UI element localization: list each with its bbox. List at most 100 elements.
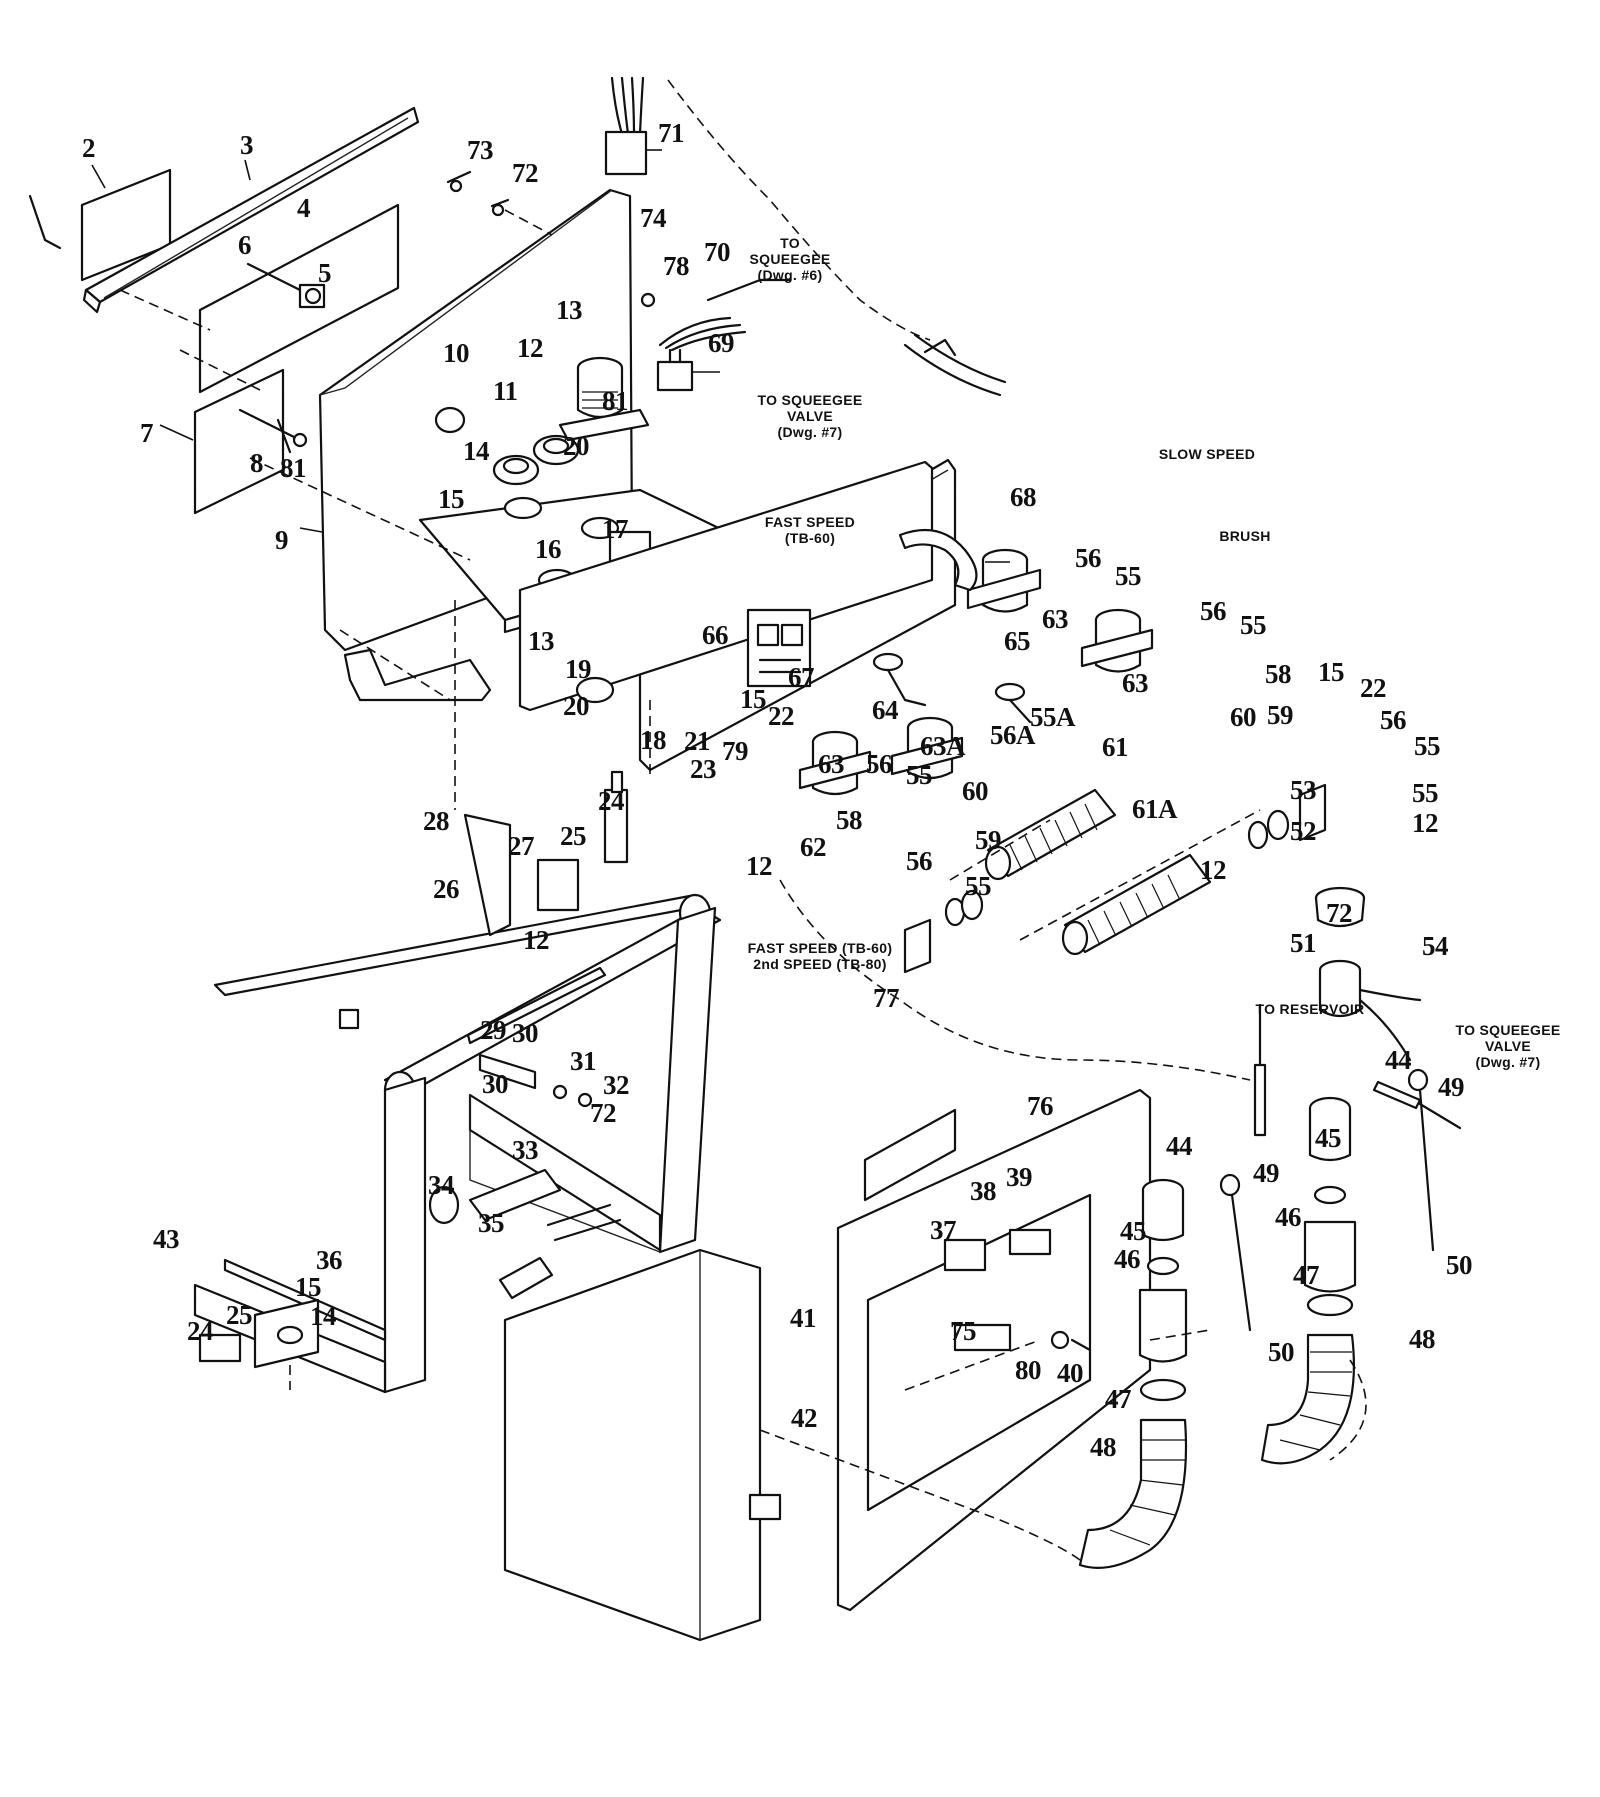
resistor-61 — [984, 788, 1117, 881]
latch-5-6 — [246, 262, 326, 309]
solenoid-63-a — [966, 548, 1042, 613]
callout-c54: 54 — [1422, 931, 1449, 961]
latch-8-81 — [238, 408, 308, 454]
tank-dash-lines — [759, 1329, 1367, 1561]
callout-c49a: 49 — [1438, 1072, 1465, 1102]
callout-c15c: 15 — [740, 684, 767, 714]
connector-52 — [1318, 959, 1422, 1062]
bracket-58-b — [903, 918, 932, 974]
callout-c13a: 13 — [556, 295, 583, 325]
gauge-13-lower — [575, 676, 615, 704]
note-slow-speed: SLOW SPEED — [1159, 446, 1255, 462]
callout-c59a: 59 — [1267, 700, 1294, 730]
note-line: (Dwg. #6) — [757, 267, 823, 284]
solenoid-63-b — [1080, 608, 1154, 673]
callout-c64: 64 — [872, 695, 899, 725]
callout-c45b: 45 — [1120, 1216, 1147, 1246]
callout-c20b: 20 — [563, 691, 590, 721]
note-brush: BRUSH — [1219, 528, 1270, 544]
gauge-11-pair — [492, 434, 580, 486]
wire-harness-71 — [604, 76, 662, 176]
callout-c62: 62 — [800, 832, 827, 862]
callout-c72a: 72 — [512, 158, 539, 188]
callout-c58b: 58 — [836, 805, 863, 835]
washers-59-60 — [944, 809, 1290, 927]
callout-c9: 9 — [275, 525, 289, 555]
note-fast-speed-top: FAST SPEED(TB-60) — [765, 514, 855, 546]
callout-c77: 77 — [873, 983, 900, 1013]
tank-cover-41 — [503, 1248, 782, 1642]
callout-c55d: 55 — [906, 760, 933, 790]
callout-c24a: 24 — [598, 786, 625, 816]
bracket-36-hole — [276, 1325, 304, 1345]
part-3-rail — [82, 106, 420, 314]
callout-c3: 3 — [240, 130, 254, 160]
callout-c14b: 14 — [310, 1301, 337, 1331]
callout-c13b: 13 — [528, 626, 555, 656]
note-line: (TB-60) — [784, 530, 836, 547]
callout-c12c: 12 — [746, 851, 773, 881]
callout-c12b: 12 — [1412, 808, 1439, 838]
callout-c44b: 44 — [1166, 1131, 1193, 1161]
bracket-64-65 — [872, 652, 1032, 724]
switch-13-top — [558, 356, 650, 442]
callout-c48a: 48 — [1409, 1324, 1436, 1354]
callout-c27: 27 — [508, 831, 535, 861]
callout-c71: 71 — [658, 118, 685, 148]
hose-assembly-right — [1260, 1096, 1357, 1465]
callout-c63A: 63A — [920, 731, 966, 761]
connector-69-78 — [640, 278, 792, 392]
callout-c73: 73 — [467, 135, 494, 165]
frame-dash-lines — [289, 600, 651, 1390]
switch-43 — [198, 1333, 242, 1363]
callout-c18: 18 — [640, 725, 667, 755]
callout-c46b: 46 — [1114, 1244, 1141, 1274]
callout-c25a: 25 — [560, 821, 587, 851]
callout-c75: 75 — [950, 1316, 977, 1346]
callout-c45a: 45 — [1315, 1123, 1342, 1153]
callout-c17: 17 — [602, 514, 629, 544]
callout-c35: 35 — [478, 1208, 505, 1238]
callout-c15d: 15 — [295, 1272, 322, 1302]
callout-c61A: 61A — [1132, 794, 1178, 824]
callout-c49b: 49 — [1253, 1158, 1280, 1188]
note-line: (Dwg. #7) — [777, 424, 843, 441]
resistor-axis — [949, 809, 1261, 941]
callout-c19: 19 — [565, 654, 592, 684]
callout-c56e: 56 — [906, 846, 933, 876]
bar-26 — [466, 966, 607, 1045]
callout-c63b: 63 — [1122, 668, 1149, 698]
callout-c22a: 22 — [1360, 673, 1387, 703]
note-line: FAST SPEED — [764, 514, 856, 530]
callout-c14: 14 — [463, 436, 490, 466]
fasteners-72-73 — [446, 170, 510, 217]
callout-c56d: 56 — [866, 749, 893, 779]
callout-c22b: 22 — [768, 701, 795, 731]
note-line: (Dwg. #7) — [1475, 1054, 1541, 1071]
callout-c38: 38 — [970, 1176, 997, 1206]
callout-c20a: 20 — [563, 431, 590, 461]
callout-c6: 6 — [238, 230, 252, 260]
callout-c5: 5 — [318, 258, 332, 288]
callout-c50b: 50 — [1268, 1337, 1295, 1367]
callout-c72c: 72 — [590, 1098, 617, 1128]
callout-c60a: 60 — [1230, 702, 1257, 732]
callout-c53: 53 — [1290, 775, 1317, 805]
washer-80 — [1050, 1330, 1070, 1350]
callout-c66: 66 — [702, 620, 729, 650]
rod-51 — [1253, 1003, 1267, 1137]
callout-c28: 28 — [423, 806, 450, 836]
callout-c36: 36 — [316, 1245, 343, 1275]
callout-c79: 79 — [722, 736, 749, 766]
back-plate — [518, 460, 934, 712]
callout-c56A: 56A — [990, 720, 1036, 750]
callout-c58a: 58 — [1265, 659, 1292, 689]
note-line: BRUSH — [1219, 528, 1271, 544]
rod-54 — [1372, 1080, 1462, 1130]
harness-route — [667, 79, 931, 341]
chains-49-50 — [1219, 1068, 1435, 1332]
